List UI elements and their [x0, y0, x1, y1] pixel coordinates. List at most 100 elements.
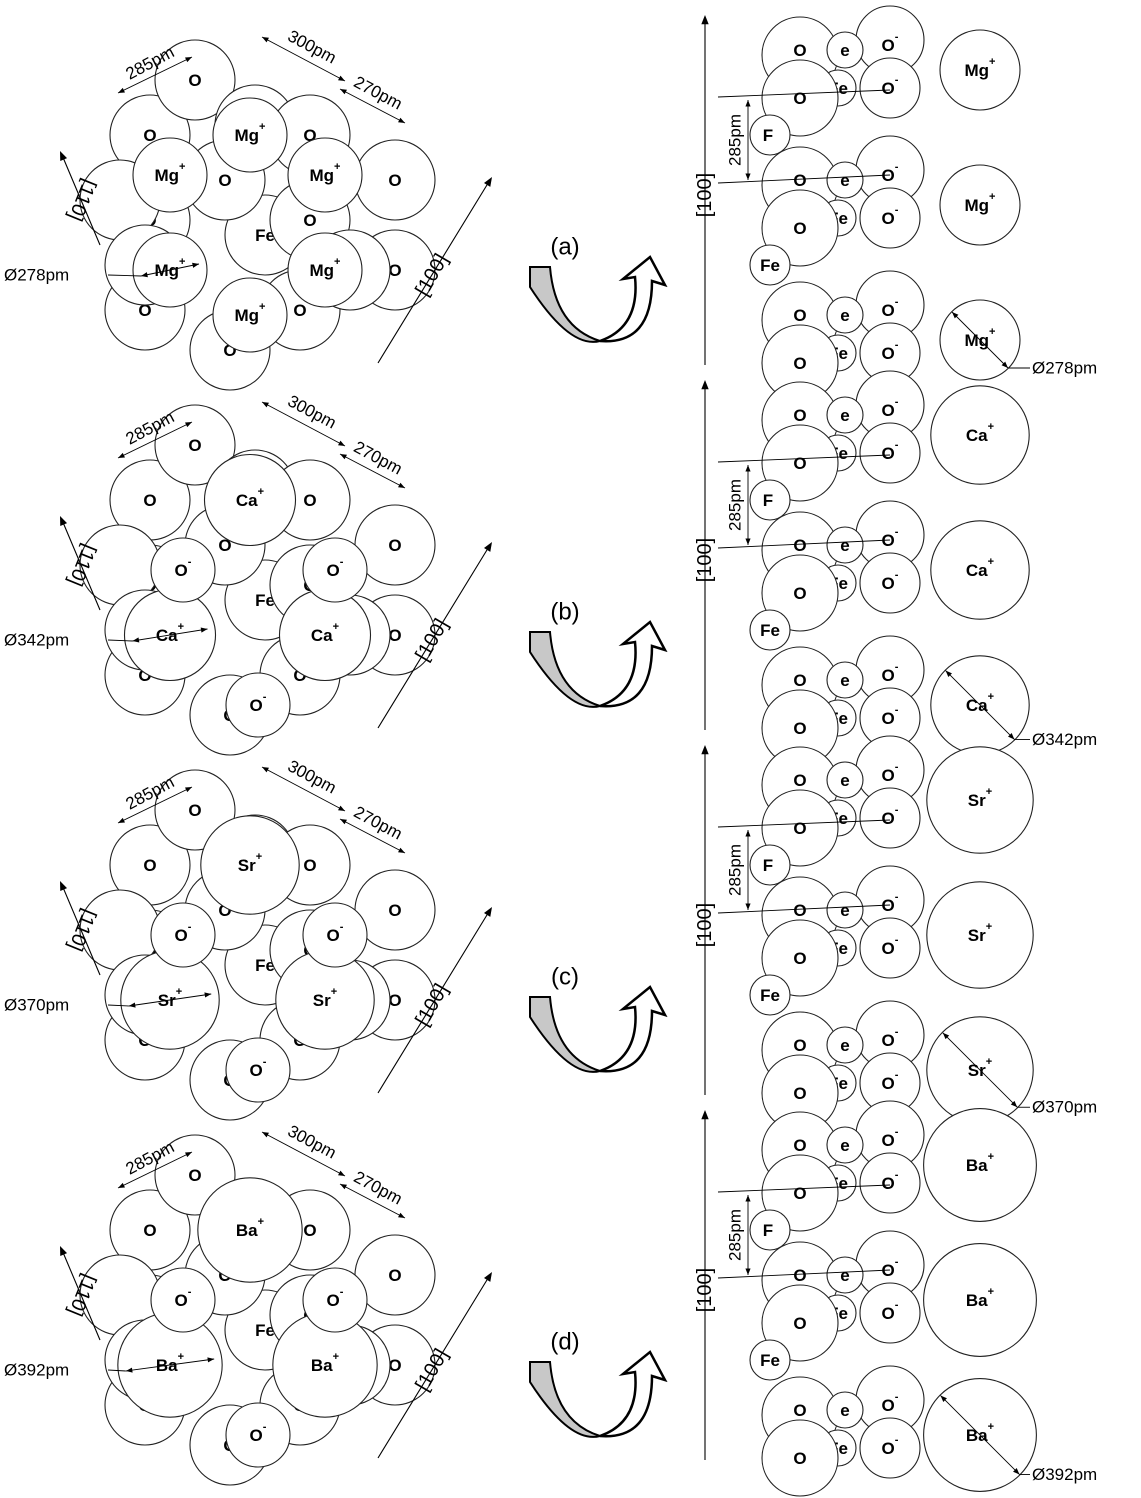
- side-oxygen-label: O: [793, 1314, 806, 1333]
- side-diameter-arrow-head-end: [1013, 1468, 1020, 1475]
- side-oxygen-label: O: [793, 454, 806, 473]
- dim-270-line: [339, 453, 406, 489]
- panel-label: (b): [550, 599, 579, 626]
- cation-label: Ba+: [236, 1216, 264, 1240]
- side-oxygen-ion-label: O-: [882, 439, 899, 463]
- cation-label: Sr+: [313, 986, 337, 1010]
- side-iron-partial: [826, 1126, 864, 1164]
- side-dim-285-head-start: [745, 100, 751, 107]
- oxygen-ion-atom: [150, 537, 216, 603]
- dim-270-line: [339, 1183, 406, 1219]
- side-oxygen-ion-label: O-: [882, 204, 899, 228]
- dim-300-line: [261, 1131, 346, 1177]
- side-oxygen-label: O: [793, 41, 806, 60]
- side-diameter-arrow-line: [951, 311, 1009, 369]
- side-iron-partial: [749, 114, 791, 156]
- diameter-arrow-line: [140, 263, 200, 277]
- diameter-arrow-line: [128, 993, 212, 1007]
- side-oxygen-ion-front: [859, 1282, 921, 1344]
- side-oxygen-ion-label: O-: [882, 661, 899, 685]
- oxygen-label: O: [388, 626, 401, 645]
- axis-100-line: [377, 544, 491, 729]
- side-cation: [930, 520, 1030, 620]
- side-dim-285-label: 285pm: [726, 479, 745, 531]
- partial-e-label: e: [840, 1401, 849, 1420]
- side-oxygen-front: [761, 554, 839, 632]
- panel-mg: OOOOOFeOOOOOOOMg+Mg+Mg+Mg+Mg+Mg+Ø278pm28…: [4, 5, 1097, 402]
- axis-100-line: [377, 909, 491, 1094]
- side-oxygen-ion-label: O-: [882, 704, 899, 728]
- diameter-leader: [107, 639, 133, 642]
- vertical-axis-label: [100]: [694, 173, 716, 217]
- side-dim-285-head-start: [745, 465, 751, 472]
- side-diameter-arrow-line: [942, 1032, 1018, 1108]
- axis-100-head: [484, 177, 492, 187]
- rotation-arrow-grey: [529, 631, 604, 708]
- dim-285-line: [117, 56, 193, 94]
- dim-300-line: [261, 766, 346, 812]
- axis-100-head: [484, 1272, 492, 1282]
- oxygen-ion-atom: [225, 1037, 291, 1103]
- oxygen-ion-label: O-: [250, 1421, 267, 1445]
- side-oxygen-label: O: [793, 1184, 806, 1203]
- side-oxygen-label: O: [793, 719, 806, 738]
- vertical-axis-label: [100]: [694, 903, 716, 947]
- dim-300-head-end: [338, 805, 345, 811]
- dim-270-head-start: [340, 89, 347, 95]
- lattice-atom: [154, 39, 236, 121]
- side-diameter-label: Ø278pm: [1032, 359, 1097, 378]
- cation-atom: [132, 137, 208, 213]
- diameter-label: Ø278pm: [4, 266, 69, 285]
- iron-label: Fe: [255, 956, 275, 975]
- rotation-indicator: (d): [529, 1329, 668, 1438]
- iron-label: Fe: [255, 1321, 275, 1340]
- oxygen-label: O: [188, 71, 201, 90]
- side-cation-label: Ca+: [966, 556, 994, 580]
- panel-label: (a): [550, 234, 579, 261]
- dim-285-line: [117, 1151, 193, 1189]
- left-view: OOOOOFeOOOOOOOSr+Sr+Sr+O-O-O-Ø370pm285pm…: [4, 756, 492, 1121]
- side-oxygen-label: O: [793, 949, 806, 968]
- vertical-axis-head: [701, 1110, 709, 1120]
- oxygen-ion-label: O-: [327, 556, 344, 580]
- dim-300-label: 300pm: [285, 26, 340, 67]
- dim-300-head-end: [338, 1170, 345, 1176]
- cation-label: Ca+: [236, 486, 264, 510]
- side-oxygen-ion-label: O-: [882, 296, 899, 320]
- side-oxygen-ion-label: O-: [882, 934, 899, 958]
- side-oxygen-front: [761, 59, 839, 137]
- side-dim-285-label: 285pm: [726, 114, 745, 166]
- dim-270-head-end: [398, 1212, 405, 1218]
- side-oxygen-label: O: [793, 1266, 806, 1285]
- side-oxygen-ion-label: O-: [882, 339, 899, 363]
- diameter-arrow-head-end: [204, 992, 212, 998]
- side-dim-bottom: [717, 539, 891, 549]
- diameter-arrow-head-end: [192, 262, 199, 268]
- partial-f-label: F: [763, 856, 773, 875]
- diameter-leader: [107, 274, 142, 277]
- dim-285-head-end: [185, 1152, 192, 1158]
- side-oxygen-front: [761, 1154, 839, 1232]
- axis-110-line: [61, 1249, 101, 1341]
- side-oxygen-ion-front: [859, 787, 921, 849]
- side-diameter-arrow-head-start: [940, 1395, 947, 1402]
- axis-110-line: [61, 519, 101, 611]
- side-oxygen-ion-front: [859, 552, 921, 614]
- rotation-arrow-white: [599, 985, 668, 1073]
- rotation-arrow-white: [599, 255, 668, 343]
- oxygen-label: O: [303, 856, 316, 875]
- side-iron-partial: [826, 396, 864, 434]
- side-diameter-label: Ø342pm: [1032, 730, 1097, 749]
- side-oxygen-label: O: [793, 1084, 806, 1103]
- side-oxygen-ion-front: [859, 187, 921, 249]
- side-cation: [926, 881, 1034, 989]
- side-oxygen-label: O: [793, 771, 806, 790]
- dim-285-head-end: [185, 57, 192, 63]
- side-oxygen-label: O: [793, 171, 806, 190]
- side-oxygen-label: O: [793, 819, 806, 838]
- dim-300-head-start: [262, 767, 269, 773]
- dim-300-label: 300pm: [285, 1121, 340, 1162]
- dim-270-head-end: [398, 117, 405, 123]
